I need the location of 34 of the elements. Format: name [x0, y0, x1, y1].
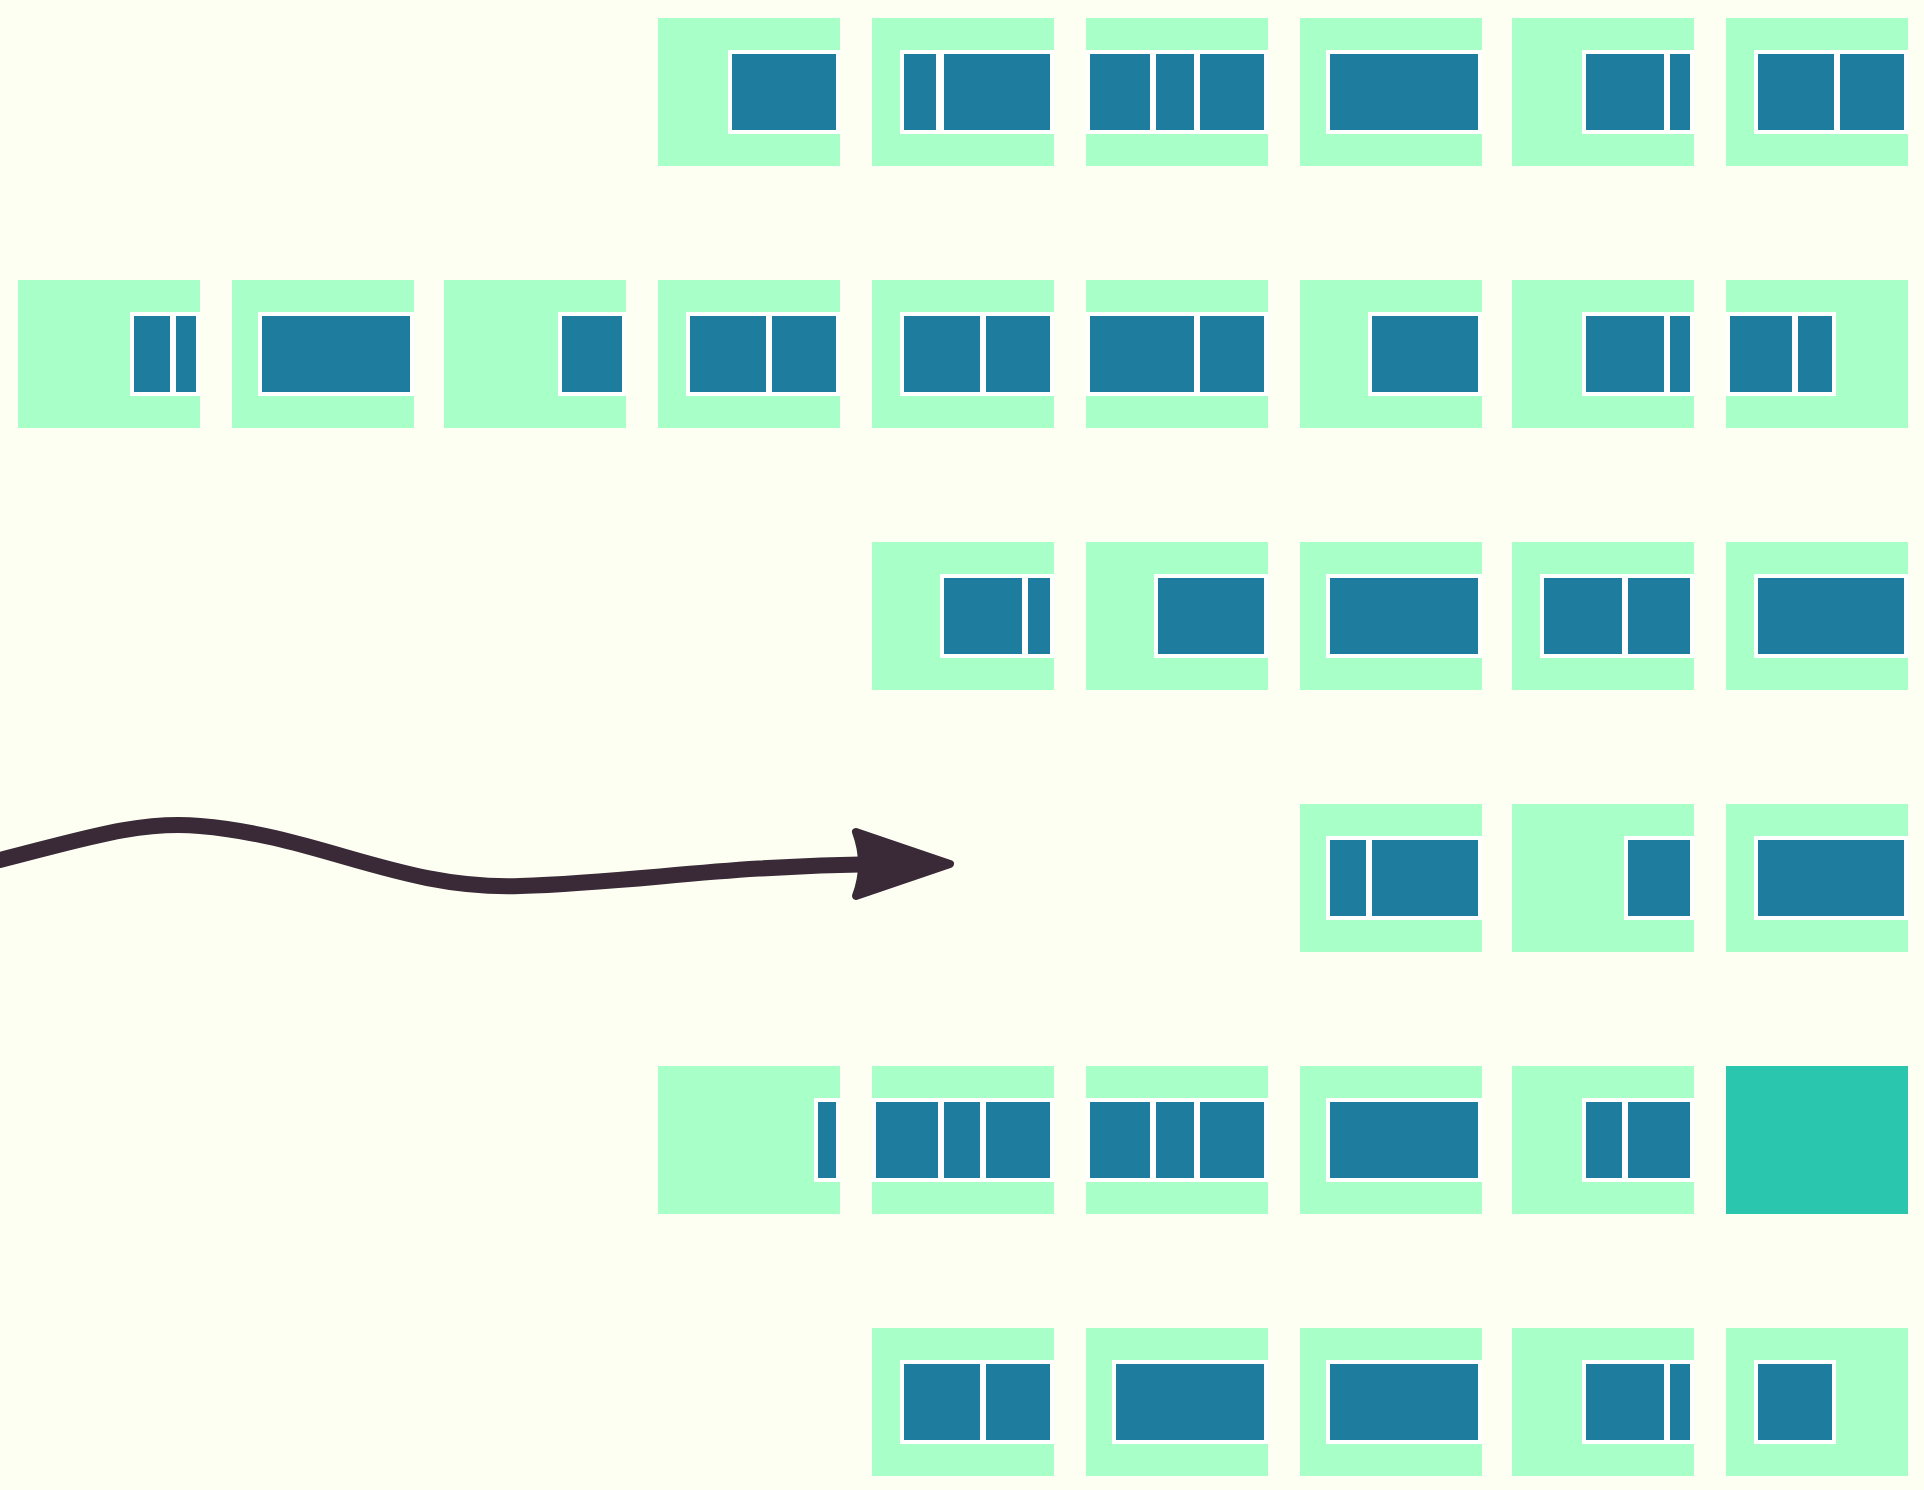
tile-drawing [1726, 18, 1908, 166]
tile-drawing [1726, 542, 1908, 690]
tile-drawing [872, 542, 1054, 690]
tile-drawing [1086, 542, 1268, 690]
tile-drawing [1726, 804, 1908, 952]
tile-drawing [872, 280, 1054, 428]
tile-drawing [1300, 542, 1482, 690]
tile-drawing [1512, 1066, 1694, 1214]
tile-drawing [1512, 18, 1694, 166]
tile-drawing [658, 280, 840, 428]
tile-drawing [1512, 1328, 1694, 1476]
tile-drawing [1512, 280, 1694, 428]
tile-drawing [1086, 280, 1268, 428]
tile-drawing [872, 1066, 1054, 1214]
tile-drawing [1300, 1328, 1482, 1476]
tile-drawing [1300, 280, 1482, 428]
tile-drawing [872, 18, 1054, 166]
tile-drawing [1300, 804, 1482, 952]
tile-drawing [1300, 1066, 1482, 1214]
tile-drawing [232, 280, 414, 428]
tile-drawing [658, 1066, 840, 1214]
tile-drawing [1512, 542, 1694, 690]
tile-drawing [1726, 1328, 1908, 1476]
tile-drawing [1086, 18, 1268, 166]
tile-drawing [1086, 1328, 1268, 1476]
tile-drawing [1300, 18, 1482, 166]
highlighted-tile [1726, 1066, 1908, 1214]
tile-drawing [444, 280, 626, 428]
tile-drawing [872, 1328, 1054, 1476]
tile-drawing [1726, 280, 1908, 428]
tile-drawing [1512, 804, 1694, 952]
tile-drawing [658, 18, 840, 166]
tile-drawing [18, 280, 200, 428]
tile-drawing [1086, 1066, 1268, 1214]
